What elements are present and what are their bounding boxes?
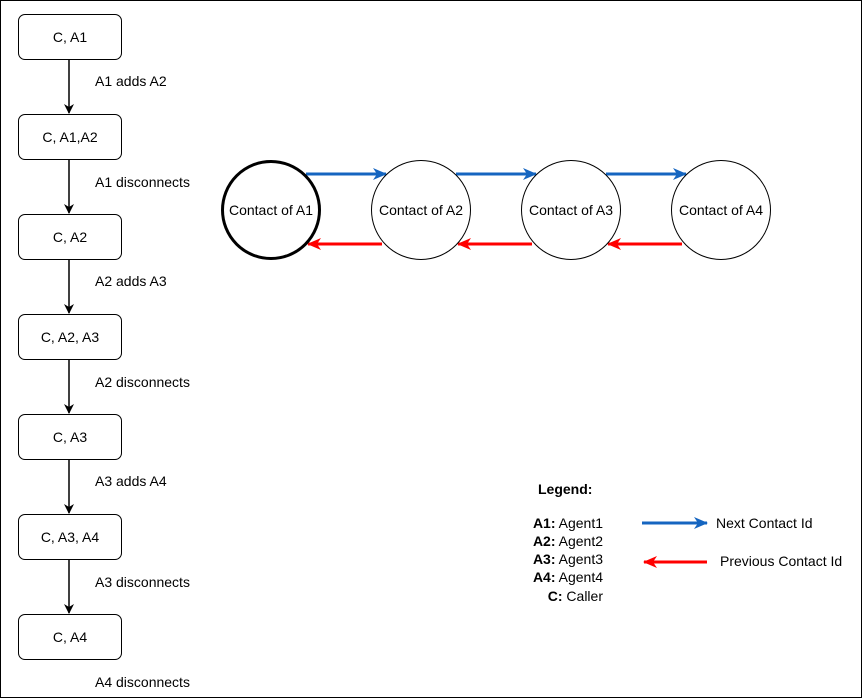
- contact-node-a2: Contact of A2: [371, 160, 471, 260]
- legend-key: A2:: [532, 533, 556, 549]
- step-label: A1 adds A2: [95, 73, 167, 89]
- legend-value: Agent2: [558, 533, 603, 549]
- step-label: A4 disconnects: [95, 674, 190, 690]
- step-label: A2 disconnects: [95, 374, 190, 390]
- contact-node-a1: Contact of A1: [221, 160, 321, 260]
- legend-entry: A2: Agent2: [533, 533, 603, 549]
- legend-entry: A1: Agent1: [533, 515, 603, 531]
- legend-entry: A4: Agent4: [533, 569, 603, 585]
- legend-value: Agent4: [558, 569, 603, 585]
- legend-title: Legend:: [538, 481, 593, 497]
- state-box: C, A3, A4: [18, 514, 122, 560]
- legend-key: A3:: [532, 551, 556, 567]
- contact-node-a4: Contact of A4: [671, 160, 771, 260]
- state-box: C, A1: [18, 14, 122, 60]
- step-label: A3 adds A4: [95, 473, 167, 489]
- legend-entry: C: Caller: [548, 588, 603, 604]
- legend-key: A4:: [532, 569, 556, 585]
- contact-node-a3: Contact of A3: [521, 160, 621, 260]
- step-label: A1 disconnects: [95, 174, 190, 190]
- state-box: C, A4: [18, 614, 122, 660]
- step-label: A2 adds A3: [95, 273, 167, 289]
- legend-value: Agent1: [558, 515, 603, 531]
- legend-entry: A3: Agent3: [533, 551, 603, 567]
- state-box: C, A3: [18, 414, 122, 460]
- state-box: C, A2, A3: [18, 314, 122, 360]
- legend-previous-label: Previous Contact Id: [720, 553, 843, 569]
- legend-key: C:: [547, 588, 563, 604]
- legend-next-label: Next Contact Id: [716, 515, 813, 531]
- legend-value: Caller: [566, 588, 603, 604]
- state-box: C, A2: [18, 214, 122, 260]
- state-box: C, A1,A2: [18, 114, 122, 160]
- legend-value: Agent3: [558, 551, 603, 567]
- legend-key: A1:: [532, 515, 556, 531]
- step-label: A3 disconnects: [95, 574, 190, 590]
